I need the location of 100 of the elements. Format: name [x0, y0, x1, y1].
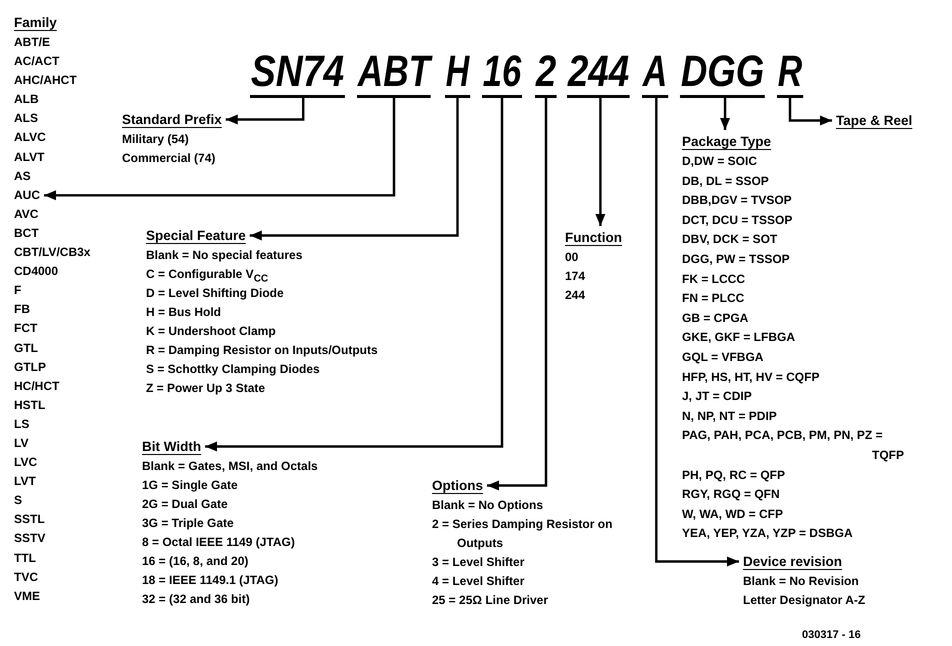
- part-number-segment: 244: [567, 50, 630, 98]
- code-list-item: ALVT: [14, 148, 44, 166]
- code-list-item: 2G = Dual Gate: [142, 496, 228, 513]
- code-list-item: 8 = Octal IEEE 1149 (JTAG): [142, 534, 295, 551]
- code-list-item: DBB,DGV = TVSOP: [682, 192, 792, 210]
- code-list-item: W, WA, WD = CFP: [682, 506, 783, 523]
- code-list-item: 2 = Series Damping Resistor on Outputs: [432, 516, 614, 552]
- code-list-item: LV: [14, 434, 28, 452]
- code-list-item: GKE, GKF = LFBGA: [682, 329, 796, 346]
- code-list-item: TVC: [14, 568, 38, 586]
- code-list-item: LVC: [14, 454, 38, 472]
- arrow: [44, 98, 396, 200]
- arrow: [595, 98, 606, 226]
- part-number-segment: SN74: [250, 50, 345, 98]
- arrow: [720, 98, 730, 130]
- code-list-item: FK = LCCC: [682, 270, 745, 288]
- code-list-item: 16 = (16, 8, and 20): [142, 553, 248, 570]
- code-list-item: D = Level Shifting Diode: [146, 285, 284, 302]
- arrow: [788, 98, 832, 126]
- code-list-item: GTLP: [14, 358, 46, 376]
- code-list-item: ABT/E: [14, 34, 50, 51]
- code-list-item: PH, PQ, RC = QFP: [682, 466, 786, 484]
- section-heading: Bit Width: [142, 439, 202, 454]
- code-list-item: D,DW = SOIC: [682, 153, 758, 170]
- part-number-segment: H: [445, 50, 470, 98]
- code-list-item: 3 = Level Shifter: [432, 554, 524, 571]
- code-list-item: SSTL: [14, 511, 45, 528]
- code-list-item: Military (54): [122, 131, 189, 148]
- code-list-item: FCT: [14, 320, 38, 338]
- code-list-item: ALS: [14, 110, 38, 128]
- code-list-item: FN = PLCC: [682, 290, 744, 308]
- code-list-item: GB = CPGA: [682, 310, 748, 327]
- code-list-item: F: [14, 282, 22, 300]
- part-number-segment: 2: [535, 50, 557, 98]
- code-list-item: YEA, YEP, YZA, YZP = DSBGA: [682, 525, 853, 542]
- arrow: [487, 98, 548, 490]
- section-heading: Function: [565, 230, 622, 245]
- section-heading: Family: [14, 15, 57, 30]
- code-list-item: DCT, DCU = TSSOP: [682, 212, 792, 229]
- code-list-item: 244: [565, 287, 586, 304]
- code-list-item: CBT/LV/CB3x: [14, 244, 90, 262]
- code-list-item: AS: [14, 168, 31, 185]
- code-list-item: CD4000: [14, 263, 58, 280]
- code-list-item: AUC: [14, 186, 40, 204]
- code-list-item: TTL: [14, 550, 36, 567]
- code-list-item: 3G = Triple Gate: [142, 515, 234, 532]
- section-heading: Tape & Reel: [836, 113, 912, 128]
- arrow: [655, 98, 739, 566]
- code-list-item: 25 = 25Ω Line Driver: [432, 592, 548, 609]
- code-list-item: DGG, PW = TSSOP: [682, 250, 790, 268]
- code-list-item: AC/ACT: [14, 53, 60, 70]
- code-list-item: BCT: [14, 224, 39, 242]
- arrow: [250, 98, 459, 240]
- code-list-item: DBV, DCK = SOT: [682, 231, 778, 248]
- code-list-item: AVC: [14, 206, 38, 223]
- code-list-item: J, JT = CDIP: [682, 388, 752, 406]
- section-heading: Special Feature: [146, 228, 246, 243]
- code-list-item: GTL: [14, 340, 38, 356]
- arrow: [205, 98, 504, 452]
- code-list-item: Blank = No special features: [146, 247, 302, 264]
- code-list-item: 174: [565, 268, 586, 285]
- section-heading: Device revision: [743, 554, 842, 569]
- part-number-segment: A: [642, 50, 668, 98]
- code-list-item: H = Bus Hold: [146, 304, 222, 321]
- code-list-item: ALB: [14, 91, 39, 108]
- code-list-item: LS: [14, 416, 30, 433]
- code-list-item: N, NP, NT = PDIP: [682, 408, 777, 425]
- section-heading: Package Type: [682, 134, 772, 149]
- part-number-segment: ABT: [357, 50, 431, 98]
- code-list-item: DB, DL = SSOP: [682, 172, 769, 190]
- figure-number: 030317 - 16: [802, 629, 861, 641]
- code-list-item: 1G = Single Gate: [142, 477, 238, 494]
- code-list-item: VME: [14, 588, 40, 605]
- code-list-item: Commercial (74): [122, 150, 216, 167]
- code-list-item: 00: [565, 249, 578, 266]
- code-list-item: Blank = No Revision: [743, 573, 859, 590]
- part-number-segment: DGG: [680, 50, 765, 98]
- code-list-item: Blank = No Options: [432, 497, 544, 514]
- code-list-item: C = Configurable V$_{CC}$: [146, 266, 268, 284]
- code-list-item: S: [14, 492, 22, 510]
- section-heading: Standard Prefix: [122, 112, 222, 127]
- code-list-item: GQL = VFBGA: [682, 348, 764, 366]
- code-list-item: SSTV: [14, 530, 46, 548]
- code-list-item: HC/HCT: [14, 378, 60, 395]
- code-list-item: S = Schottky Clamping Diodes: [146, 361, 320, 378]
- code-list-item: RGY, RGQ = QFN: [682, 486, 780, 504]
- code-list-item: Blank = Gates, MSI, and Octals: [142, 458, 318, 475]
- code-list-item: HSTL: [14, 396, 46, 414]
- code-list-item: 18 = IEEE 1149.1 (JTAG): [142, 572, 278, 589]
- part-number-segment: R: [777, 50, 803, 98]
- code-list-item: 4 = Level Shifter: [432, 573, 524, 590]
- code-list-item: Z = Power Up 3 State: [146, 380, 266, 397]
- code-list-item: Letter Designator A-Z: [743, 592, 866, 609]
- code-list-item: PAG, PAH, PCA, PCB, PM, PN, PZ = TQFP: [682, 427, 904, 464]
- code-list-item: ALVC: [14, 129, 46, 146]
- code-list-item: K = Undershoot Clamp: [146, 323, 276, 340]
- code-list-item: LVT: [14, 473, 36, 490]
- code-list-item: AHC/AHCT: [14, 72, 77, 90]
- code-list-item: FB: [14, 301, 30, 318]
- section-heading: Options: [432, 478, 483, 493]
